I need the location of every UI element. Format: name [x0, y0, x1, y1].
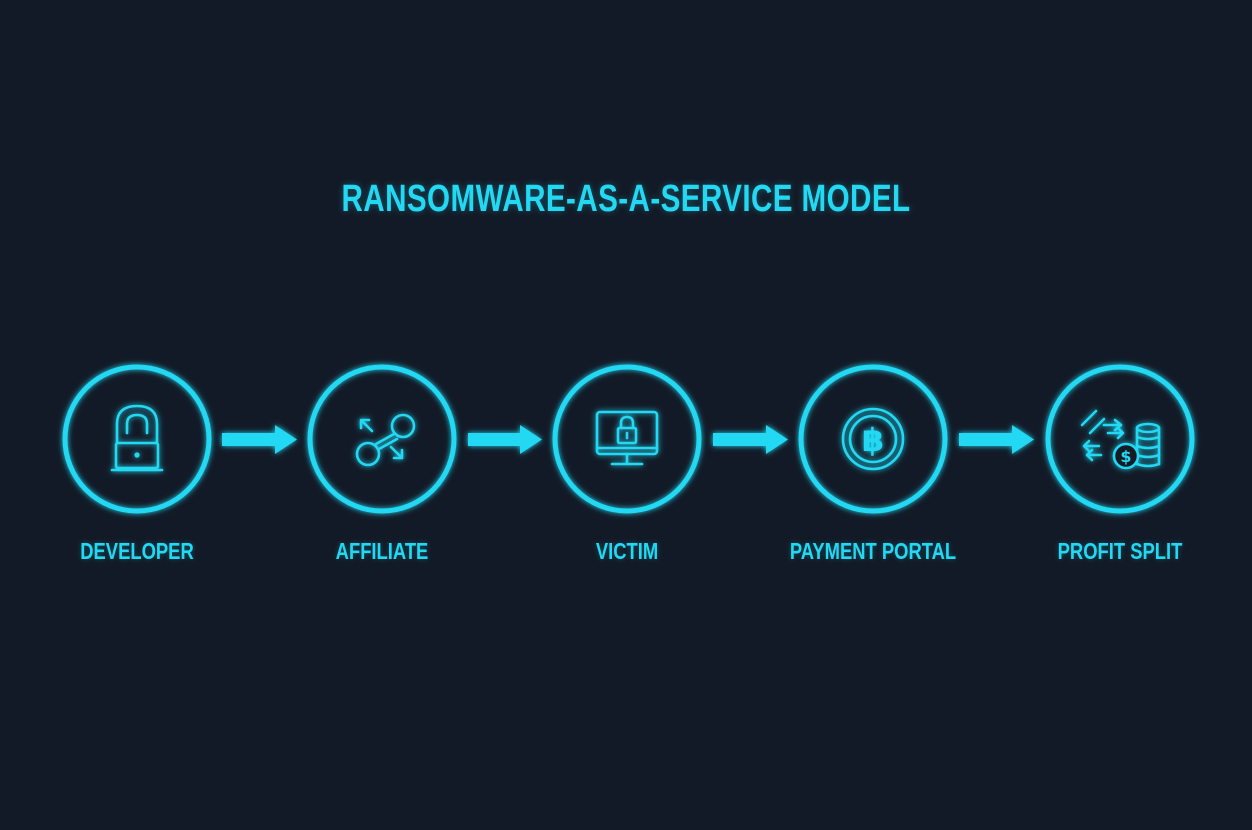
- node-label-profit-split: PROFIT SPLIT: [1057, 538, 1183, 564]
- connected-nodes-icon: [355, 413, 416, 467]
- node-label-affiliate: AFFILIATE: [335, 538, 429, 564]
- locked-monitor-icon: [595, 410, 659, 466]
- node-ring: [798, 364, 948, 514]
- arrow-developer-affiliate: [222, 425, 297, 454]
- node-ring: [307, 364, 457, 514]
- arrow-victim-payment-portal: [713, 425, 788, 454]
- arrow-payment-portal-profit-split: [959, 425, 1034, 454]
- diagram-title: RANSOMWARE-AS-A-SERVICE MODEL: [341, 178, 911, 220]
- node-developer: [62, 364, 212, 514]
- node-affiliate: [307, 364, 457, 514]
- node-victim: [552, 364, 702, 514]
- node-ring: [552, 364, 702, 514]
- svg-text:$: $: [1120, 447, 1131, 466]
- bitcoin-coin-icon: ฿: [841, 407, 905, 471]
- node-payment-portal: ฿: [798, 364, 948, 514]
- node-ring: [1045, 364, 1195, 514]
- node-label-developer: DEVELOPER: [80, 538, 194, 564]
- hooded-hacker-laptop-icon: [110, 404, 164, 472]
- node-profit-split: $: [1045, 364, 1195, 514]
- svg-text:฿: ฿: [862, 421, 884, 459]
- node-ring: [62, 364, 212, 514]
- flow-arrows: [222, 425, 1034, 454]
- arrow-affiliate-victim: [468, 425, 542, 454]
- node-label-victim: VICTIM: [595, 538, 659, 564]
- node-label-payment-portal: PAYMENT PORTAL: [789, 538, 957, 564]
- coins-exchange-icon: $: [1080, 409, 1161, 470]
